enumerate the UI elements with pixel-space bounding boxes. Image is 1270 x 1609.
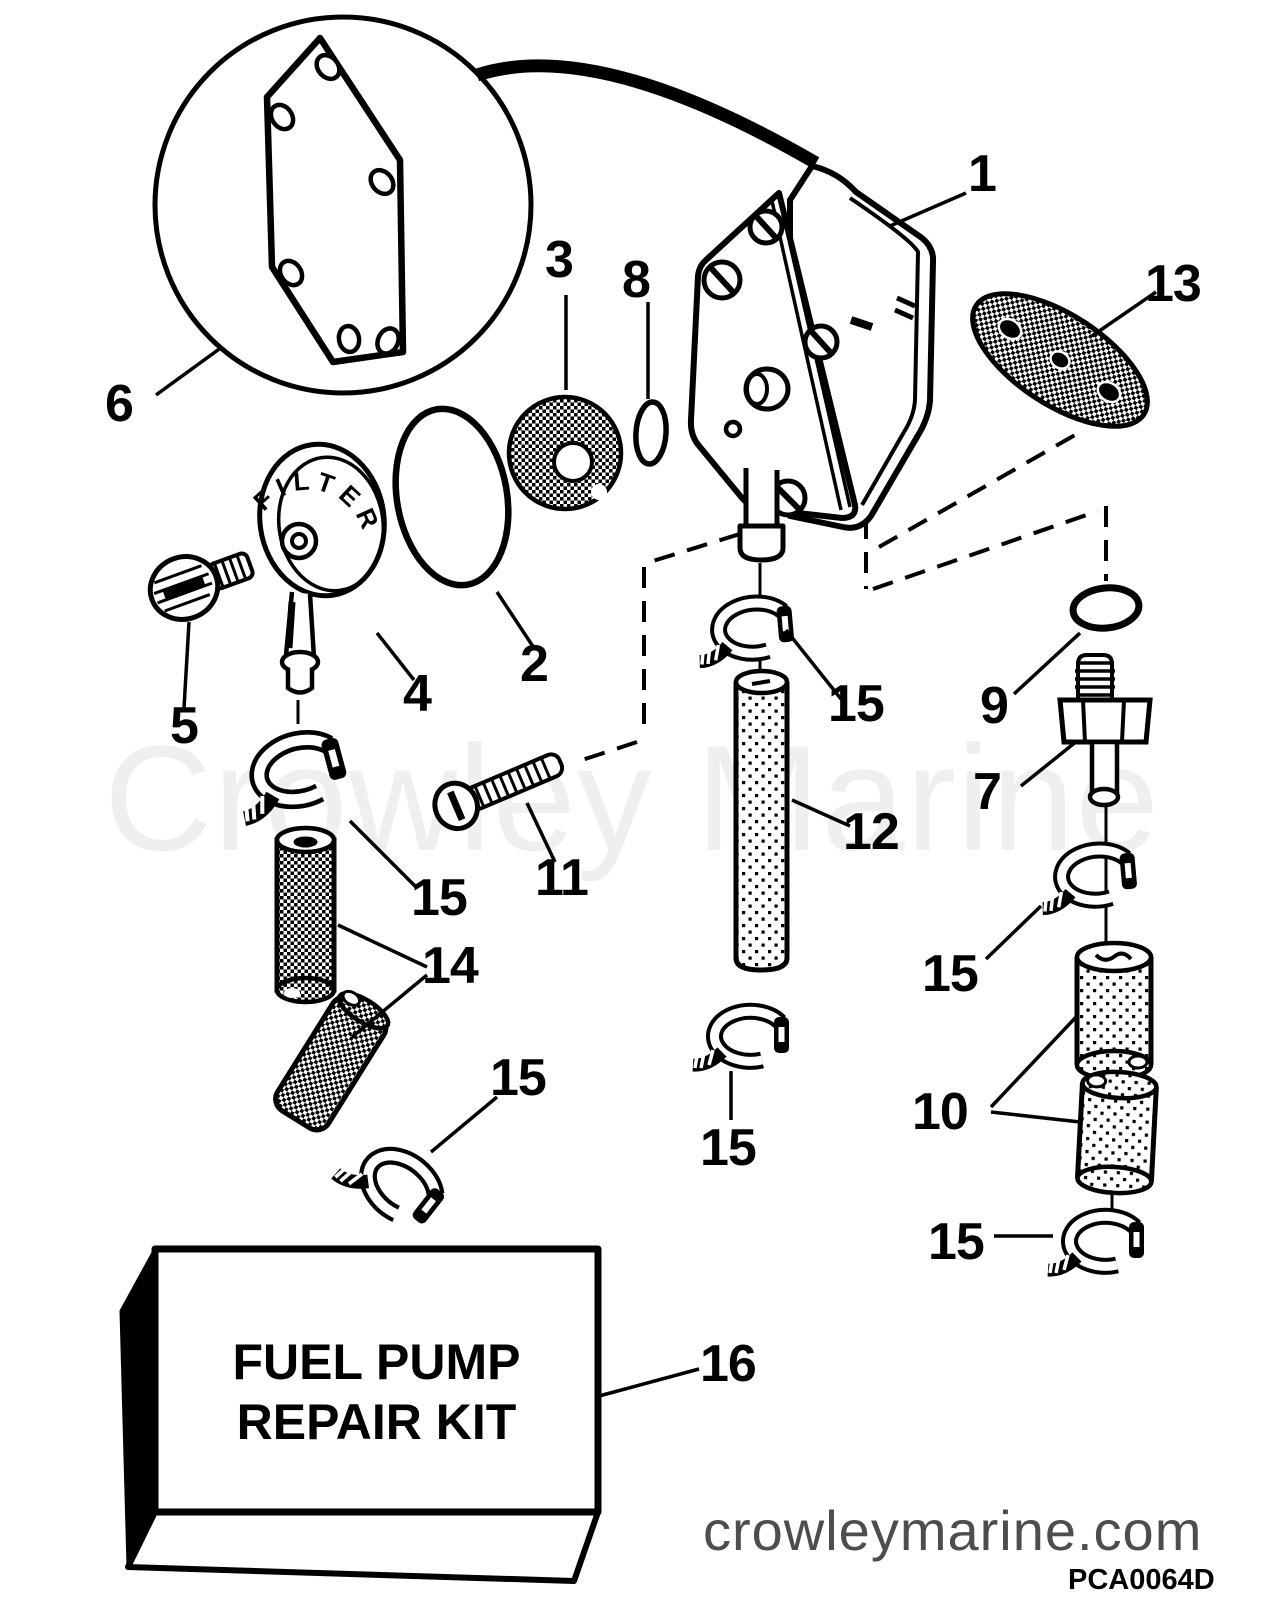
fuel-hose-12 [733,668,790,973]
clamp-15-right-upper [1038,847,1139,912]
callout-2: 2 [520,635,549,693]
callout-14: 14 [422,937,479,995]
detail-leader-arc [474,59,820,169]
callout-7: 7 [973,763,1002,821]
hose-10-lower [1074,1069,1159,1196]
filter-cover-4: FILTER [247,441,387,695]
callout-3: 3 [545,231,574,289]
callout-15-center-lower: 15 [700,1119,757,1177]
drawing-code: PCA0064D [1068,1564,1215,1596]
callout-8: 8 [622,251,651,309]
o-ring-2 [392,405,512,589]
screw-11 [432,752,565,832]
callout-15-center-upper: 15 [828,675,885,733]
callout-16: 16 [700,1335,757,1393]
repair-kit-box-16 [119,1245,602,1584]
fitting-hex-nut [1057,697,1153,745]
clamp-15-center-upper [695,600,796,665]
callout-15-right-lower: 15 [928,1213,985,1271]
clamp-15-bottom-left [334,1129,450,1238]
clamp-15-center-lower [693,1011,789,1068]
callout-15-right-upper: 15 [922,945,979,1003]
callout-4: 4 [403,665,432,723]
mount-gasket-13 [970,291,1150,429]
pump-outlet-nipple [737,468,786,563]
callout-6: 6 [105,375,134,433]
clamp-15-right-lower [1048,1216,1144,1273]
repair-kit-line1: FUEL PUMP [232,1334,521,1390]
callout-15-left: 15 [411,869,468,927]
callout-13: 13 [1145,255,1202,313]
filter-screen-3 [506,394,624,512]
website-url: crowleymarine.com [703,1499,1203,1562]
o-ring-8 [633,399,669,467]
callout-11: 11 [535,849,589,907]
hose-10-upper [1074,940,1154,1082]
callout-12: 12 [843,803,900,861]
o-ring-9 [1069,584,1143,632]
thumbscrew-5 [147,551,255,622]
callout-15-bottom-left: 15 [490,1049,547,1107]
repair-kit-line2: REPAIR KIT [236,1394,517,1450]
detail-circle-gasket-6 [152,14,534,396]
callout-1: 1 [968,145,997,203]
clamp-15-left [229,730,353,822]
callout-10: 10 [912,1083,969,1141]
callout-5: 5 [170,697,199,755]
callout-9: 9 [980,677,1009,735]
hose-14-lower [273,989,391,1133]
repair-kit-label: FUEL PUMP REPAIR KIT [155,1332,598,1452]
hose-14-upper [274,825,337,1005]
callout-leader-lines [154,191,1157,1398]
outlet-fitting-7 [1057,653,1153,808]
fuel-pump-assembly-1 [687,163,937,563]
